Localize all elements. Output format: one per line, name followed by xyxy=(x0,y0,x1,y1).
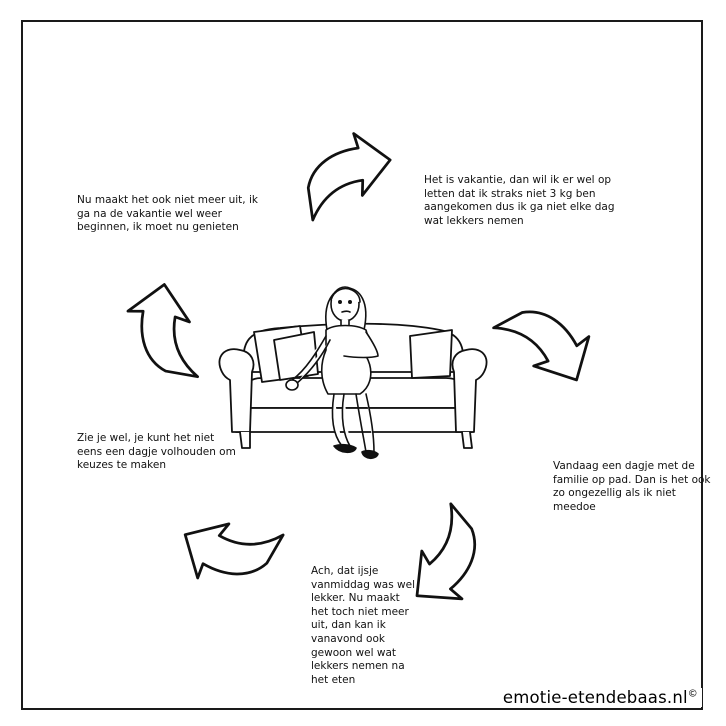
cycle-arrow-icon xyxy=(300,127,399,222)
cycle-arrow-icon xyxy=(168,491,285,606)
sofa-illustration xyxy=(218,322,488,449)
page-frame xyxy=(21,20,703,710)
cycle-step-4: Zie je wel, je kunt het niet eens een da… xyxy=(77,432,236,472)
cycle-step-2: Vandaag een dagje met de familie op pad.… xyxy=(553,460,711,513)
cycle-arrow-icon xyxy=(117,277,214,379)
cycle-step-3: Ach, dat ijsje vanmiddag was wel lekker.… xyxy=(311,565,416,686)
cycle-step-1: Het is vakantie, dan wil ik er wel op le… xyxy=(424,174,615,227)
brand-watermark: emotie-etendebaas.nl© xyxy=(498,688,702,707)
brand-name: emotie-etendebaas.nl xyxy=(502,688,688,707)
woman-figure xyxy=(285,286,379,460)
cycle-step-5: Nu maakt het ook niet meer uit, ik ga na… xyxy=(77,194,258,234)
cycle-arrow-icon xyxy=(492,288,606,405)
copyright-symbol: © xyxy=(687,688,698,700)
